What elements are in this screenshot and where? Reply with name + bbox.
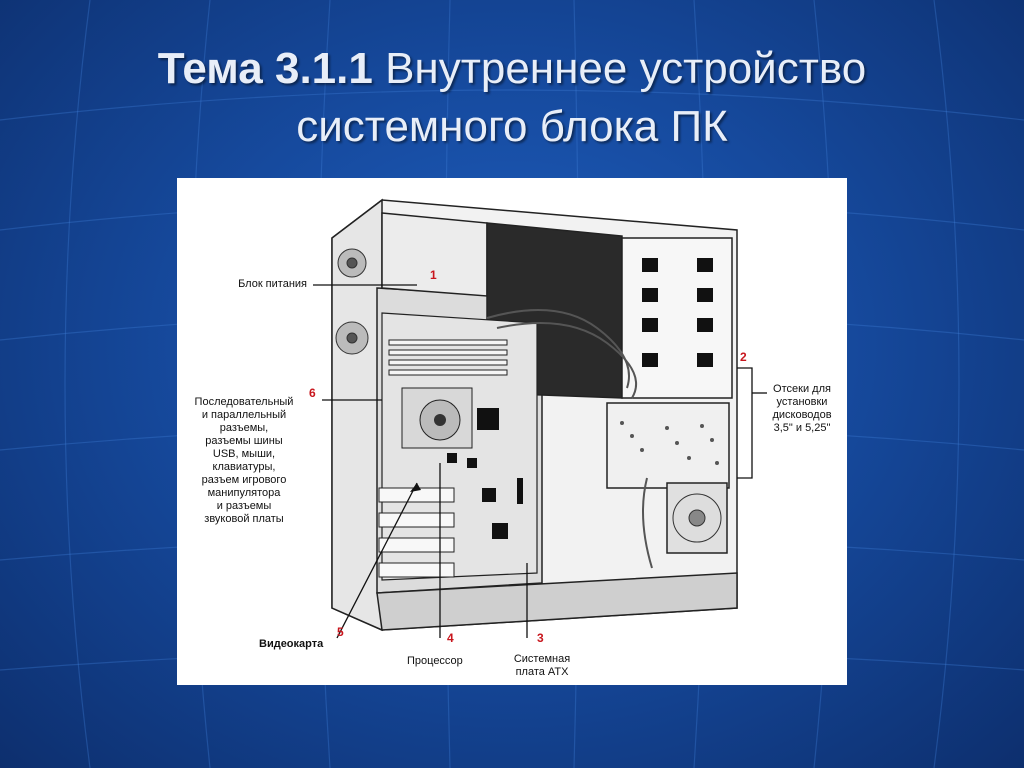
ports-line3: разъемы, bbox=[219, 422, 269, 434]
motherboard-line1: Системная bbox=[513, 653, 571, 665]
drive-bays-line1: Отсеки для bbox=[773, 383, 831, 395]
ports-line6: клавиатуры, bbox=[212, 461, 276, 473]
title-line2: системного блока ПК bbox=[296, 102, 728, 151]
label-ports: Последовательный и параллельный разъемы,… bbox=[182, 396, 306, 526]
pc-case-illustration bbox=[313, 198, 767, 639]
ports-line5: USB, мыши, bbox=[212, 448, 276, 460]
ports-line9: и разъемы bbox=[216, 500, 272, 512]
drive-bays-line2: установки bbox=[776, 396, 828, 408]
motherboard-line2: плата АТХ bbox=[515, 666, 569, 678]
callout-number-6: 6 bbox=[309, 386, 316, 400]
label-power-supply: Блок питания bbox=[238, 278, 307, 290]
callout-number-3: 3 bbox=[537, 631, 544, 645]
callout-number-4: 4 bbox=[447, 631, 454, 645]
ports-line2: и параллельный bbox=[201, 409, 287, 421]
callout-number-1: 1 bbox=[430, 268, 437, 282]
pc-case-diagram: Блок питания 1 2 Отсеки для установки ди… bbox=[177, 178, 847, 685]
title-line1: Внутреннее устройство bbox=[372, 44, 867, 93]
ports-line7: разъем игрового bbox=[201, 474, 287, 486]
ports-line8: манипулятора bbox=[207, 487, 281, 499]
title-topic-number: Тема 3.1.1 bbox=[157, 44, 373, 93]
callout-number-5: 5 bbox=[337, 625, 344, 639]
label-processor: Процессор bbox=[407, 655, 463, 667]
ports-line1: Последовательный bbox=[194, 396, 294, 408]
label-drive-bays: Отсеки для установки дисководов 3,5" и 5… bbox=[759, 383, 845, 435]
drive-bays-line4: 3,5" и 5,25" bbox=[773, 422, 831, 434]
slide-title: Тема 3.1.1 Внутреннее устройство системн… bbox=[60, 40, 964, 156]
ports-line4: разъемы шины bbox=[205, 435, 283, 447]
label-video-card: Видеокарта bbox=[259, 638, 324, 650]
drive-bays-line3: дисководов bbox=[772, 409, 832, 421]
callout-number-2: 2 bbox=[740, 350, 747, 364]
ports-line10: звуковой платы bbox=[204, 513, 284, 525]
label-motherboard: Системная плата АТХ bbox=[507, 653, 577, 679]
